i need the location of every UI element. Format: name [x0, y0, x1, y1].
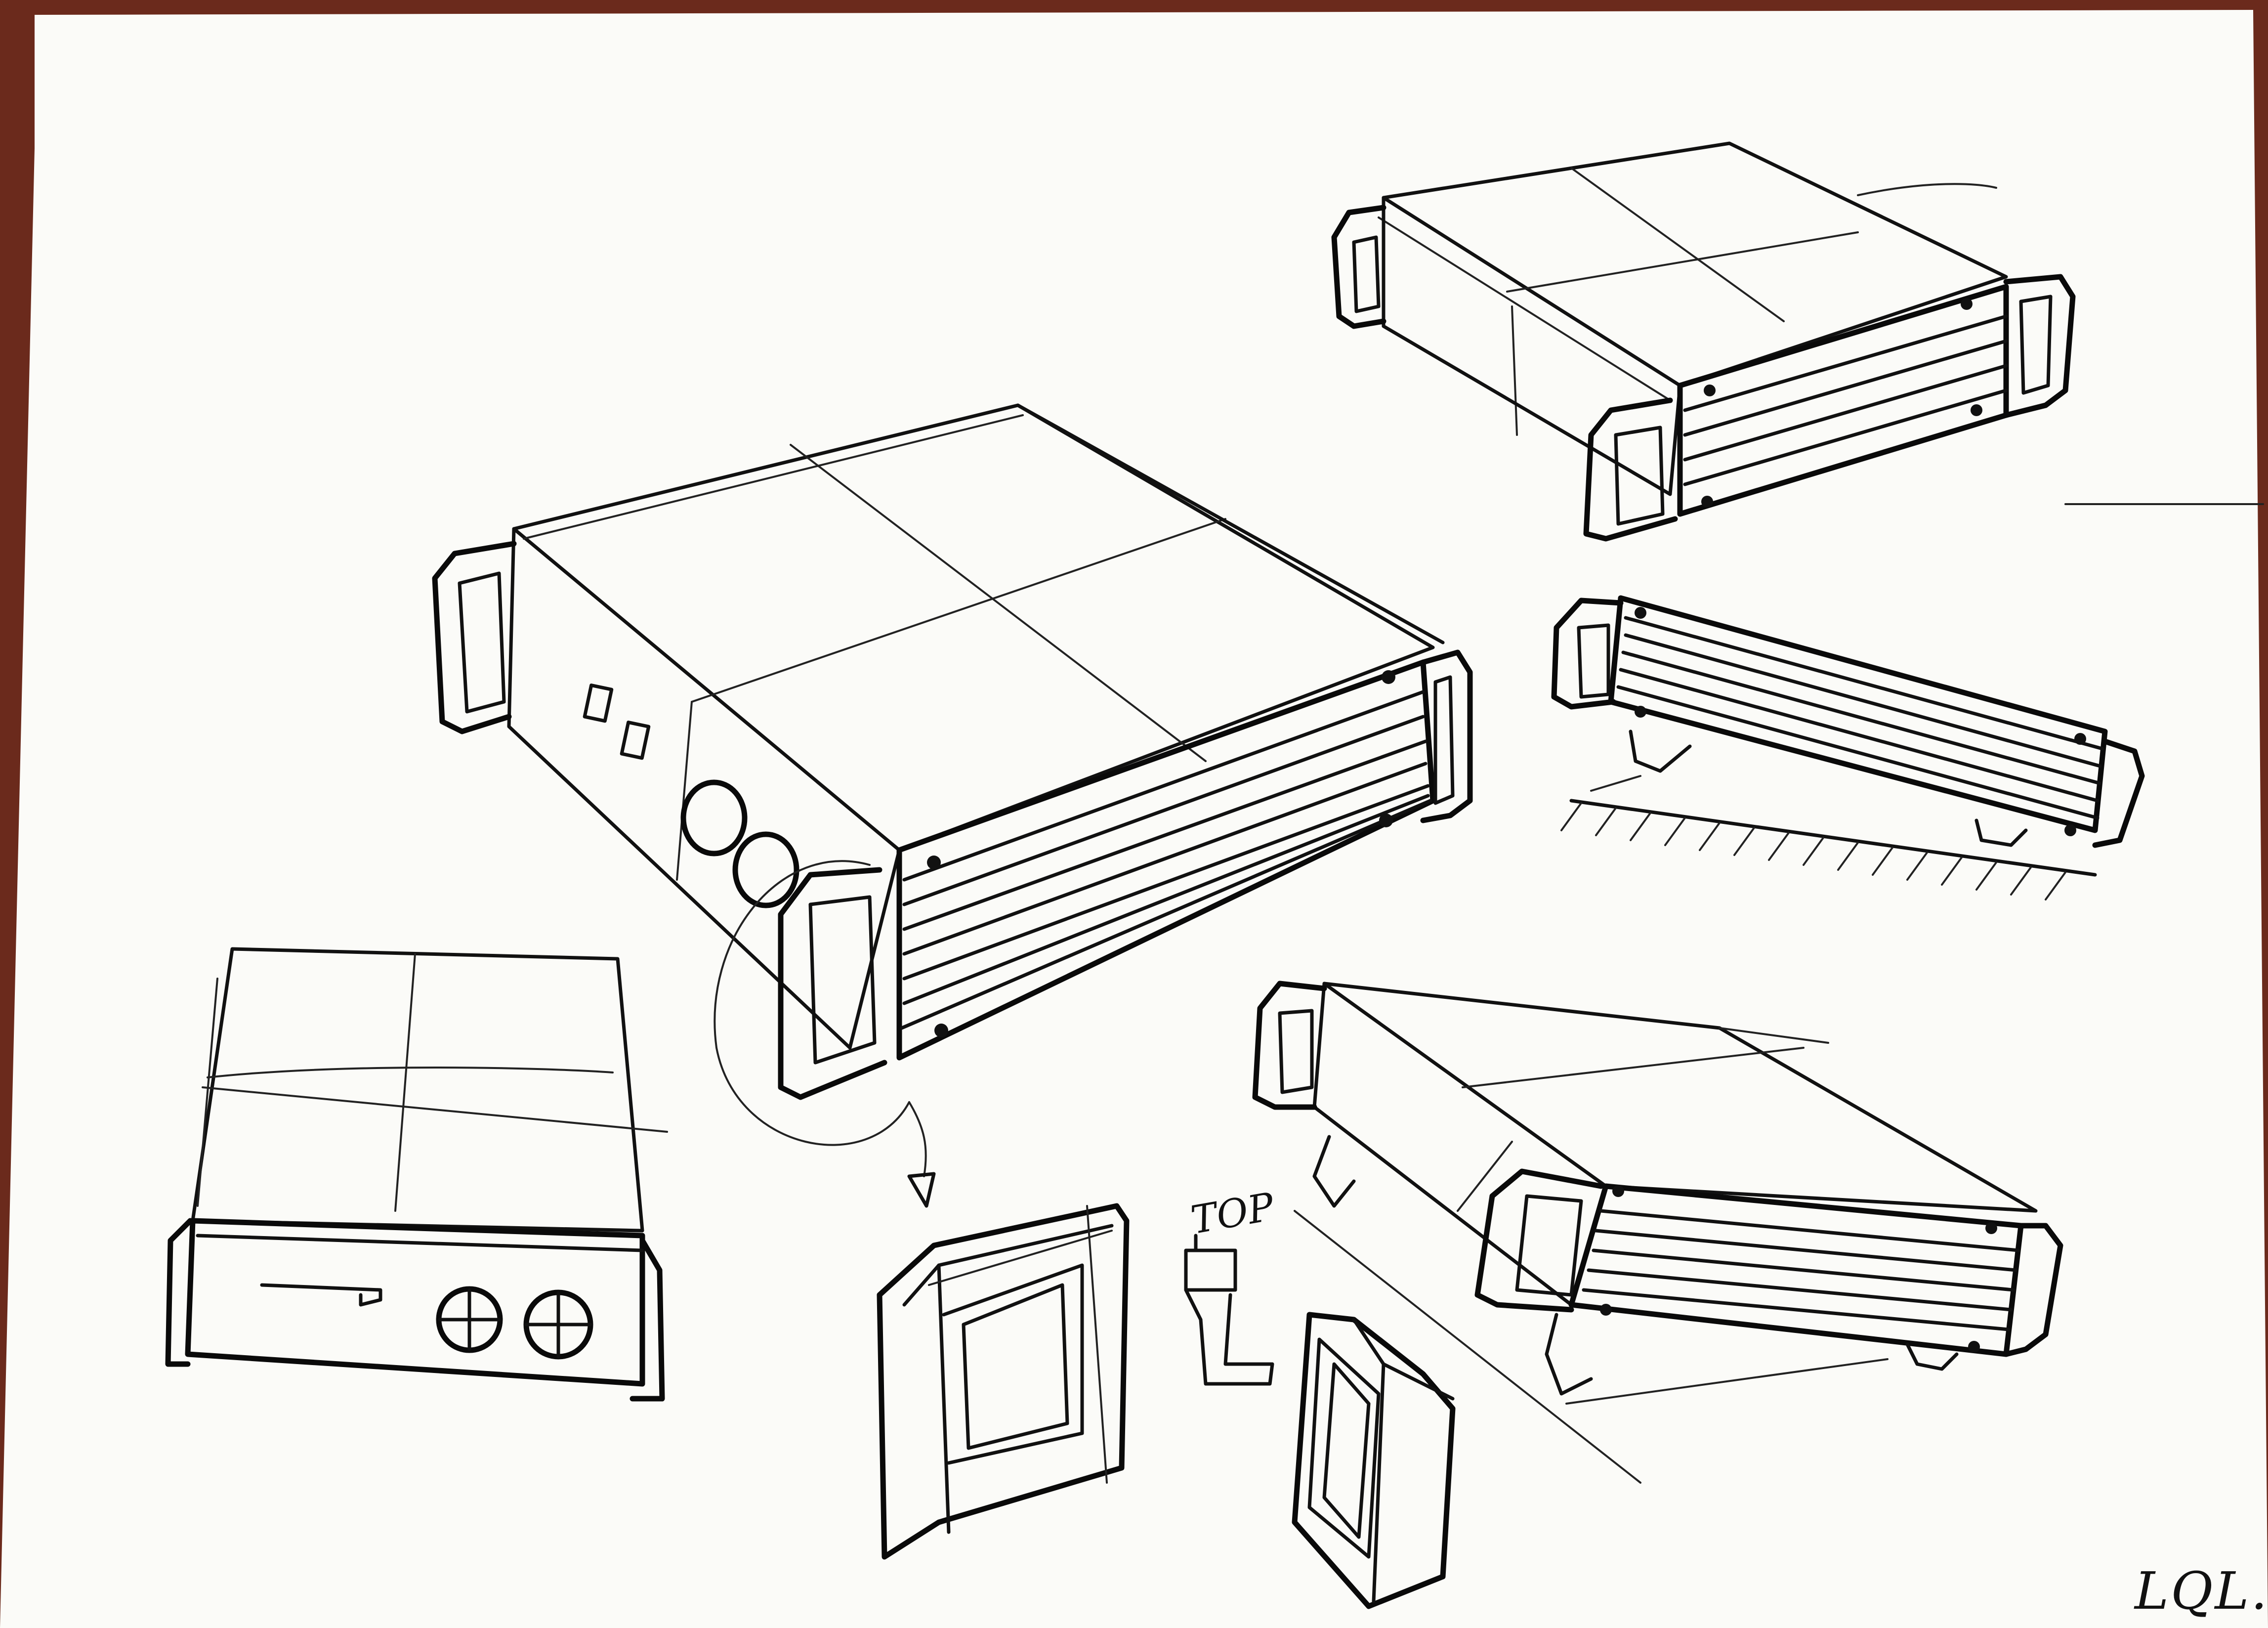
paper [0, 10, 2268, 1628]
top-right-enclosure-view [1331, 141, 2264, 542]
side-tilted-view [1551, 595, 2145, 900]
handle-back-detail [1292, 1312, 1456, 1609]
main-enclosure-view [432, 403, 1473, 1208]
handle-detail [877, 1203, 1130, 1560]
signature: LQL. [2134, 1561, 2268, 1621]
front-panel-view [165, 947, 668, 1402]
bottom-right-enclosure-view [1252, 981, 2063, 1484]
